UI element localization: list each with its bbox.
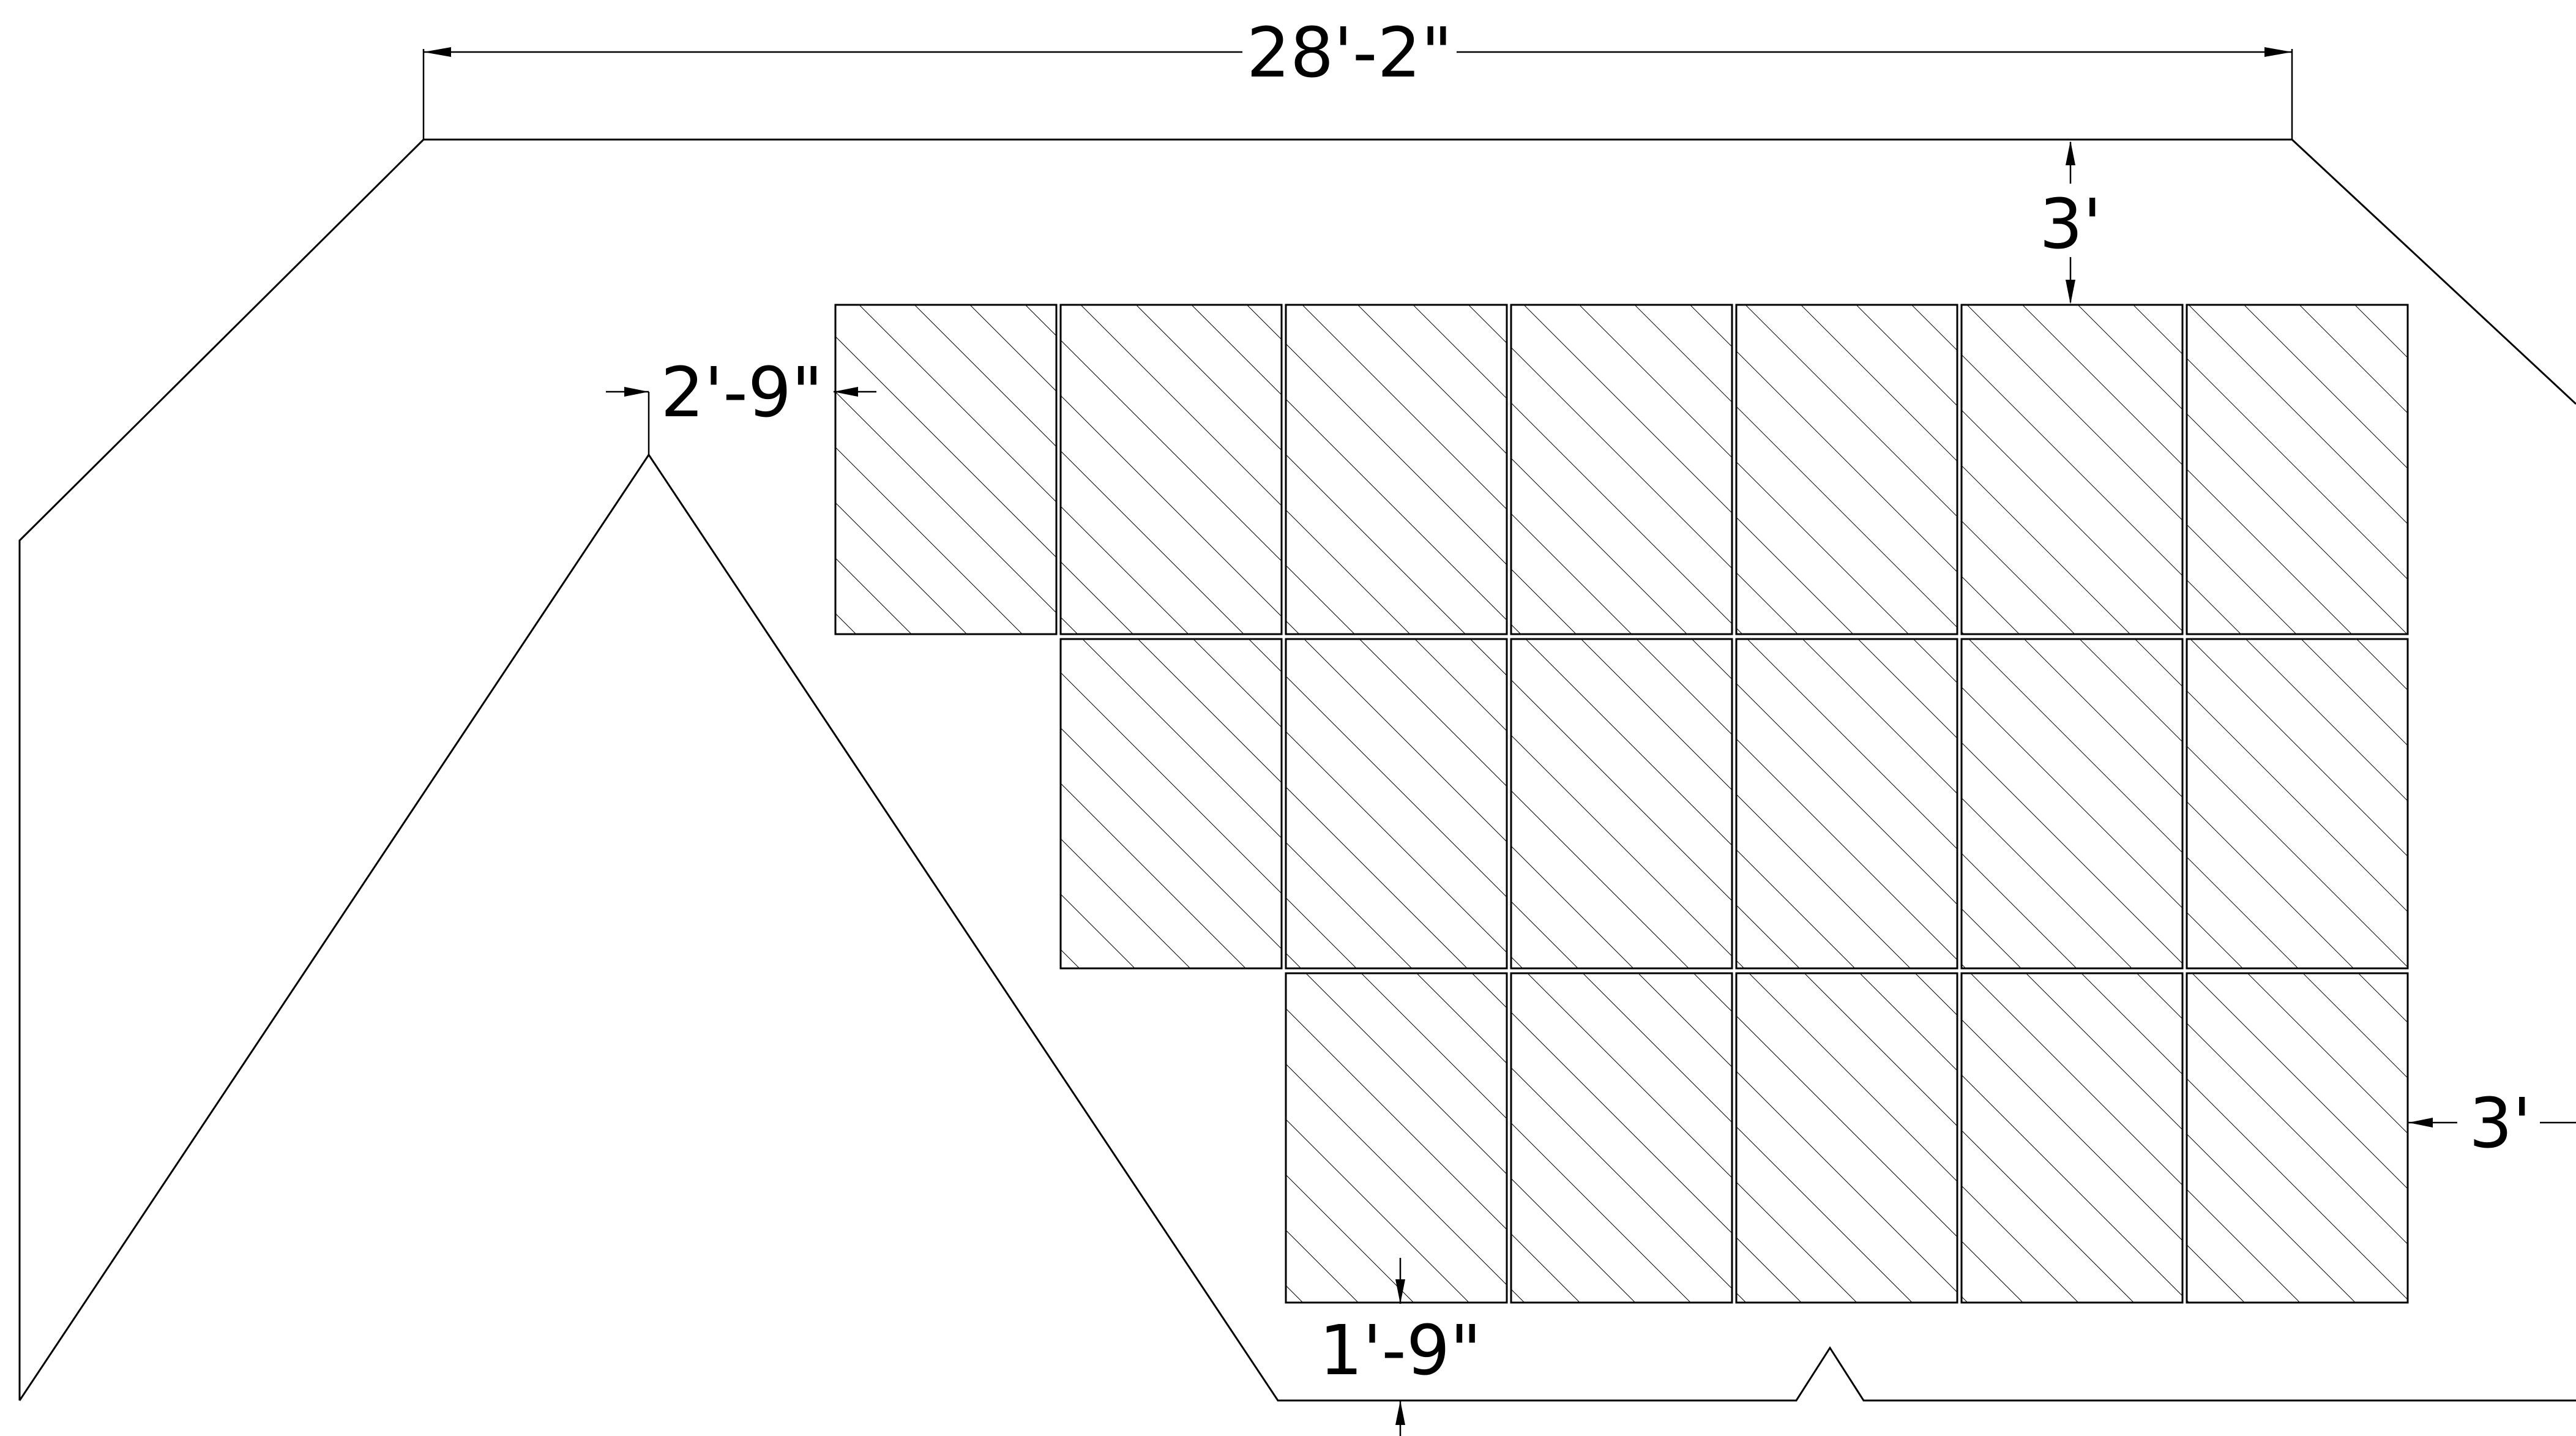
- dimension-overall-width: 28'-2": [422, 13, 2293, 140]
- panel-hatch: [2187, 639, 2408, 968]
- panel-hatch: [1061, 305, 1282, 634]
- panel-border: [834, 304, 1058, 635]
- arrow-top-down: [2066, 280, 2075, 304]
- panel-hatch: [1962, 305, 2182, 634]
- panel-hatch: [1061, 639, 1282, 968]
- arrow-left-in: [624, 387, 649, 397]
- panel-border: [1735, 304, 1958, 635]
- panel-border: [1510, 638, 1733, 970]
- panel-border: [1735, 638, 1958, 970]
- panel-border: [1510, 972, 1733, 1304]
- dim-label-top-setback: 3': [2039, 185, 2102, 264]
- solar-panel: [1735, 304, 1958, 635]
- panel-border: [1960, 972, 2184, 1304]
- arrow-bottom-up: [1395, 1400, 1405, 1425]
- panel-border: [1059, 638, 1283, 970]
- dimension-bottom-setback: 1'-9": [1319, 1258, 1482, 1436]
- panel-hatch: [835, 305, 1056, 634]
- panel-border: [1285, 638, 1508, 970]
- solar-panel: [1960, 304, 2184, 635]
- panel-border: [1059, 304, 1283, 635]
- dim-label-overall-width: 28'-2": [1247, 13, 1453, 93]
- panel-hatch: [1962, 639, 2182, 968]
- solar-panel-array: [834, 304, 2409, 1304]
- arrow-bottom-down: [1395, 1279, 1405, 1304]
- solar-panel: [1059, 638, 1283, 970]
- panel-hatch: [1962, 973, 2182, 1303]
- dimension-left-setback: 2'-9": [606, 353, 876, 455]
- arrow-left: [424, 47, 451, 57]
- dim-label-left-setback: 2'-9": [660, 353, 823, 433]
- panel-border: [1735, 972, 1958, 1304]
- solar-panel: [1059, 304, 1283, 635]
- panel-border: [2186, 972, 2409, 1304]
- panel-hatch: [2187, 973, 2408, 1303]
- panel-hatch: [2187, 305, 2408, 634]
- panel-hatch: [1286, 305, 1507, 634]
- panel-border: [2186, 304, 2409, 635]
- panel-border: [1285, 972, 1508, 1304]
- panel-border: [2186, 638, 2409, 970]
- solar-panel: [1285, 972, 1508, 1304]
- solar-panel: [1285, 304, 1508, 635]
- solar-panel: [2186, 972, 2409, 1304]
- dimension-top-setback: 3': [2039, 141, 2102, 304]
- panel-hatch: [1511, 973, 1732, 1303]
- solar-panel: [2186, 638, 2409, 970]
- panel-hatch: [1511, 305, 1732, 634]
- dim-label-right-setback: 3': [2469, 1084, 2531, 1164]
- panel-hatch: [1736, 639, 1957, 968]
- panel-border: [1510, 304, 1733, 635]
- solar-panel: [2186, 304, 2409, 635]
- solar-panel: [1960, 638, 2184, 970]
- panel-hatch: [1736, 305, 1957, 634]
- solar-panel: [1510, 972, 1733, 1304]
- solar-panel: [1285, 638, 1508, 970]
- dimension-right-setback: 3': [2408, 1084, 2576, 1164]
- solar-panel: [1735, 972, 1958, 1304]
- solar-panel: [1510, 638, 1733, 970]
- arrow-right: [2264, 47, 2292, 57]
- panel-hatch: [1736, 973, 1957, 1303]
- dim-label-bottom-setback: 1'-9": [1319, 1311, 1481, 1391]
- arrow-right-setback: [2408, 1118, 2433, 1127]
- panel-hatch: [1511, 639, 1732, 968]
- solar-panel: [1960, 972, 2184, 1304]
- solar-panel: [834, 304, 1058, 635]
- arrow-right-in: [834, 387, 858, 397]
- panel-border: [1960, 304, 2184, 635]
- arrow-top-up: [2066, 141, 2075, 165]
- solar-panel: [1735, 638, 1958, 970]
- panel-hatch: [1286, 973, 1507, 1303]
- solar-panel: [1510, 304, 1733, 635]
- panel-border: [1960, 638, 2184, 970]
- panel-hatch: [1286, 639, 1507, 968]
- panel-border: [1285, 304, 1508, 635]
